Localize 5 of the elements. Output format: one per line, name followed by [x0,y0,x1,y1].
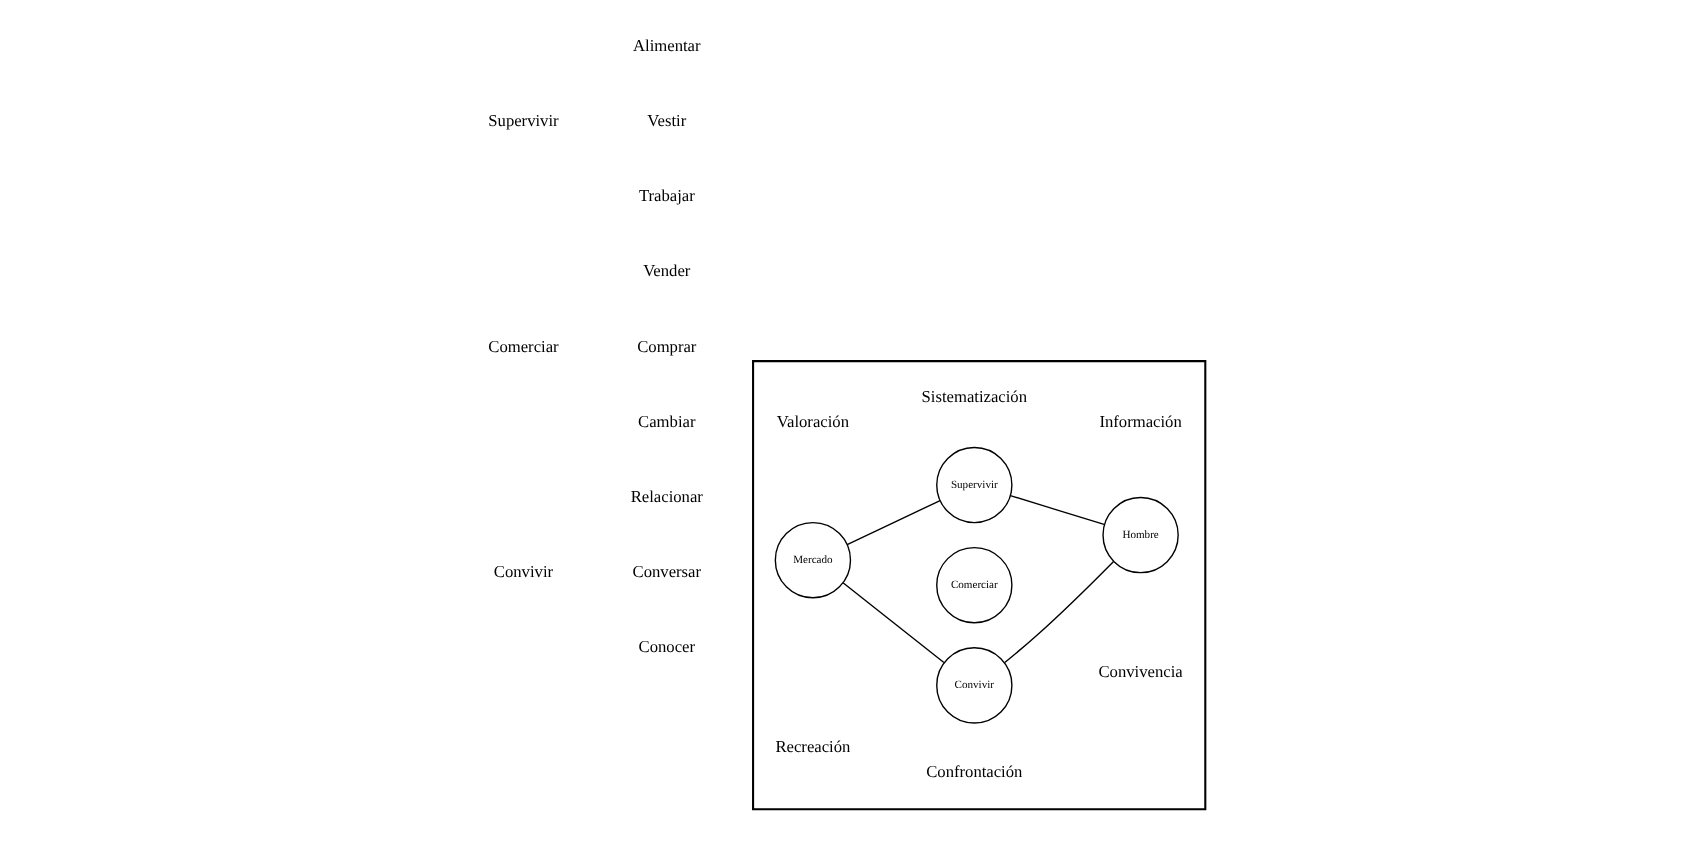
connector [1009,494,1105,525]
connector [1004,561,1115,664]
connector [846,499,941,546]
cluster [752,360,1207,811]
connector [842,582,945,664]
